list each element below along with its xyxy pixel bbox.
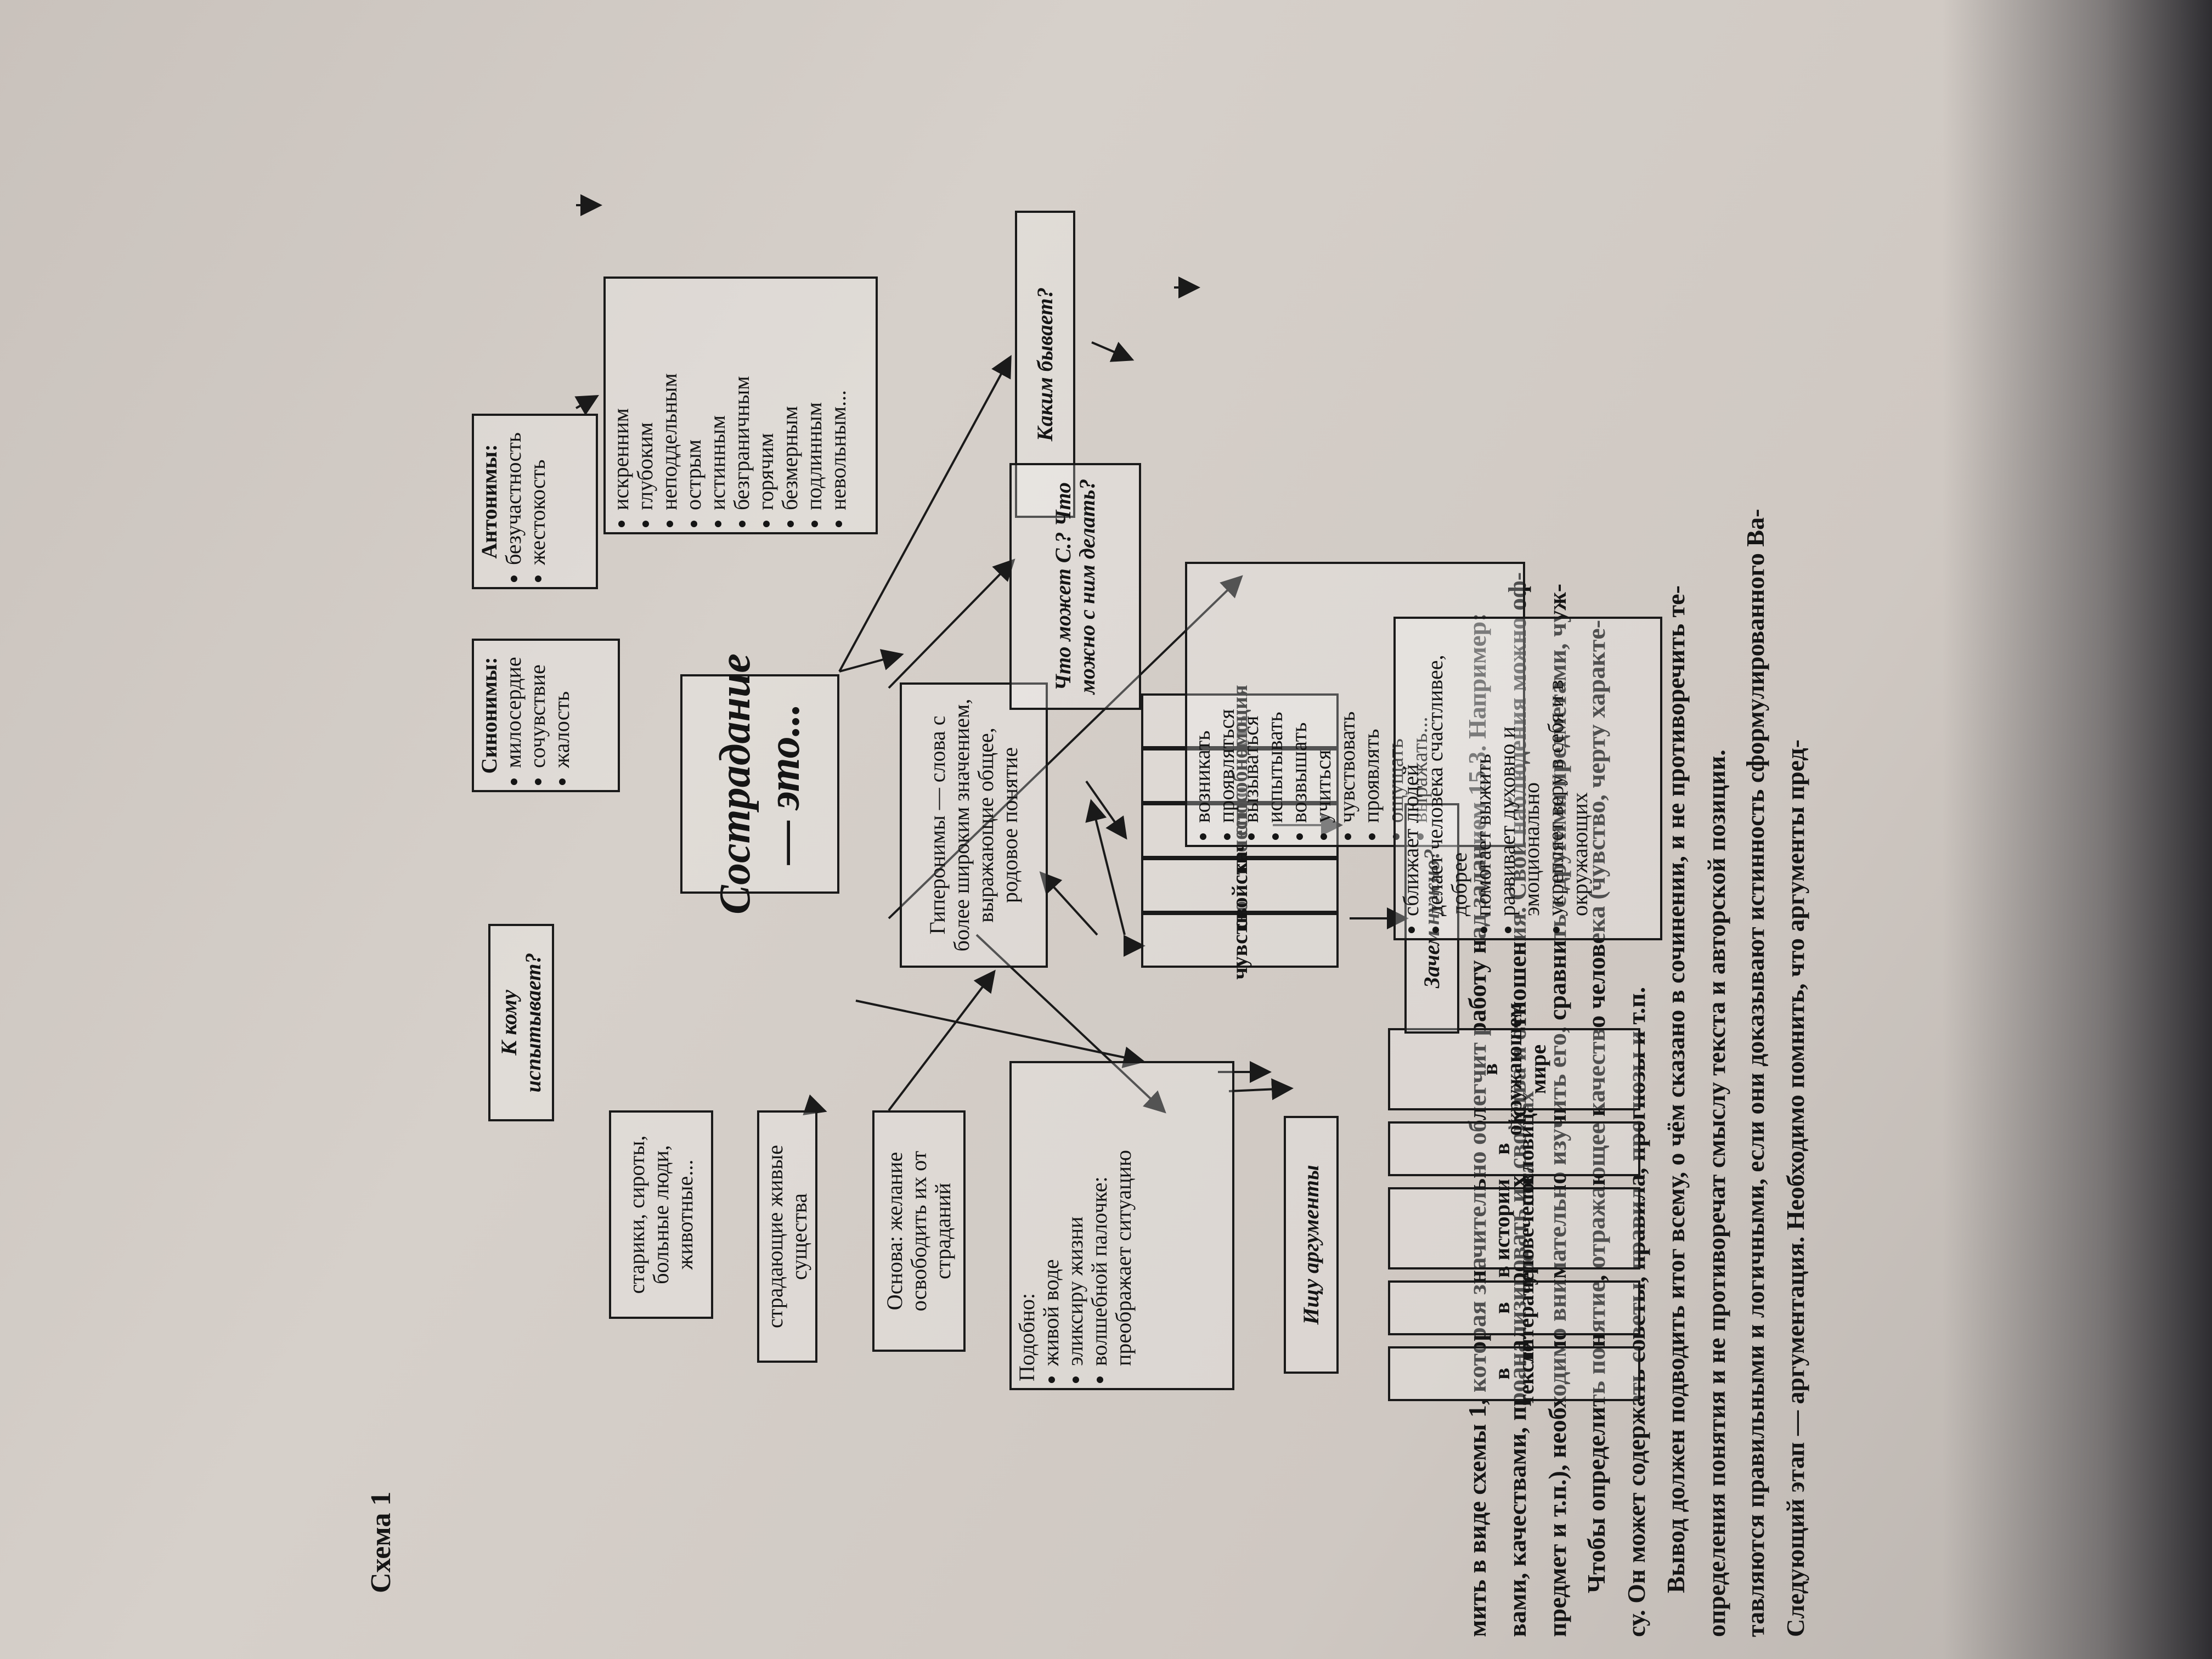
kind-item: подлинным xyxy=(802,285,826,510)
center-concept: Сострадание — это... xyxy=(680,653,839,915)
why-box: сближает людей делает человека счастливе… xyxy=(1393,617,1662,940)
action-item: чувствовать xyxy=(1335,571,1359,823)
synonym-item: сочувствие xyxy=(525,647,550,768)
kind-item: неподдельным xyxy=(657,285,681,510)
why-item: помогает выжить xyxy=(1471,625,1496,916)
kind-item: горячим xyxy=(753,285,778,510)
likeness-item: эликсиру жизни xyxy=(1063,1070,1087,1366)
action-item: возникать xyxy=(1190,571,1215,823)
kind-item: искренним xyxy=(608,285,633,510)
action-item: проявляться xyxy=(1214,571,1239,823)
to-whom-basis: Основа: желание освободить их от страдан… xyxy=(872,1110,966,1352)
antonym-item: безучастность xyxy=(501,422,526,565)
rotated-page-content: Следующий этап — аргументация. Необходим… xyxy=(0,0,1810,1659)
likeness-list: живой воде эликсиру жизни волшебной пало… xyxy=(1039,1070,1136,1381)
synonyms-title: Синонимы: xyxy=(477,657,501,774)
kind-item: безграничным xyxy=(729,285,754,510)
antonyms-box: Антонимы: безучастность жестокость xyxy=(472,414,598,589)
why-item: делает человека счастливее, добрее xyxy=(1423,625,1471,916)
why-item: сближает людей xyxy=(1398,625,1423,916)
action-item: возвышать xyxy=(1286,571,1311,823)
synonym-item: милосердие xyxy=(501,647,526,768)
arguments-question: Ищу аргументы xyxy=(1284,1116,1339,1374)
likeness-box: Подобно: живой воде эликсиру жизни волше… xyxy=(1009,1061,1234,1390)
why-list: сближает людей делает человека счастливе… xyxy=(1398,625,1592,932)
hyperonyms-box: Гиперонимы — слова с более широким значе… xyxy=(900,682,1048,968)
synonyms-list: милосердие сочувствие жалость xyxy=(501,647,574,783)
to-whom-summary: страдающие живые существа xyxy=(757,1110,817,1363)
why-item: укрепляет веру в себя и в окружающих xyxy=(1543,625,1592,916)
diagram-arrows xyxy=(574,194,1409,1115)
kind-item: безмерным xyxy=(777,285,802,510)
actions-question: Что может С.? Что можно с ним делать? xyxy=(1009,463,1141,710)
kind-item: невольным... xyxy=(826,285,850,510)
kind-item: глубоким xyxy=(633,285,657,510)
kind-item: истинным xyxy=(705,285,730,510)
antonyms-list: безучастность жестокость xyxy=(501,422,550,580)
why-item: развивает духовно и эмоционально xyxy=(1495,625,1544,916)
argument-source-item: в окружающем мире xyxy=(1388,1003,1640,1136)
antonyms-title: Антонимы: xyxy=(477,444,501,559)
action-item: учиться xyxy=(1311,571,1335,823)
likeness-item: живой воде xyxy=(1039,1070,1063,1366)
action-item: испытывать xyxy=(1262,571,1287,823)
synonym-item: жалость xyxy=(549,647,574,768)
synonyms-box: Синонимы: милосердие сочувствие жалость xyxy=(472,639,620,792)
to-whom-question: К кому испытывает? xyxy=(488,924,554,1121)
likeness-title: Подобно: xyxy=(1014,1293,1039,1381)
antonym-item: жестокость xyxy=(525,422,550,565)
likeness-item: волшебной палочке: преображает ситуацию xyxy=(1087,1070,1136,1366)
kind-item: острым xyxy=(681,285,706,510)
kind-list: искренним глубоким неподдельным острым и… xyxy=(608,285,850,526)
action-item: вызываться xyxy=(1238,571,1263,823)
action-item: проявлять xyxy=(1359,571,1384,823)
page-shadow xyxy=(1942,0,2212,1659)
to-whom-answer: старики, сироты, больные люди, животные.… xyxy=(609,1110,713,1319)
kind-box: искренним глубоким неподдельным острым и… xyxy=(603,276,878,534)
